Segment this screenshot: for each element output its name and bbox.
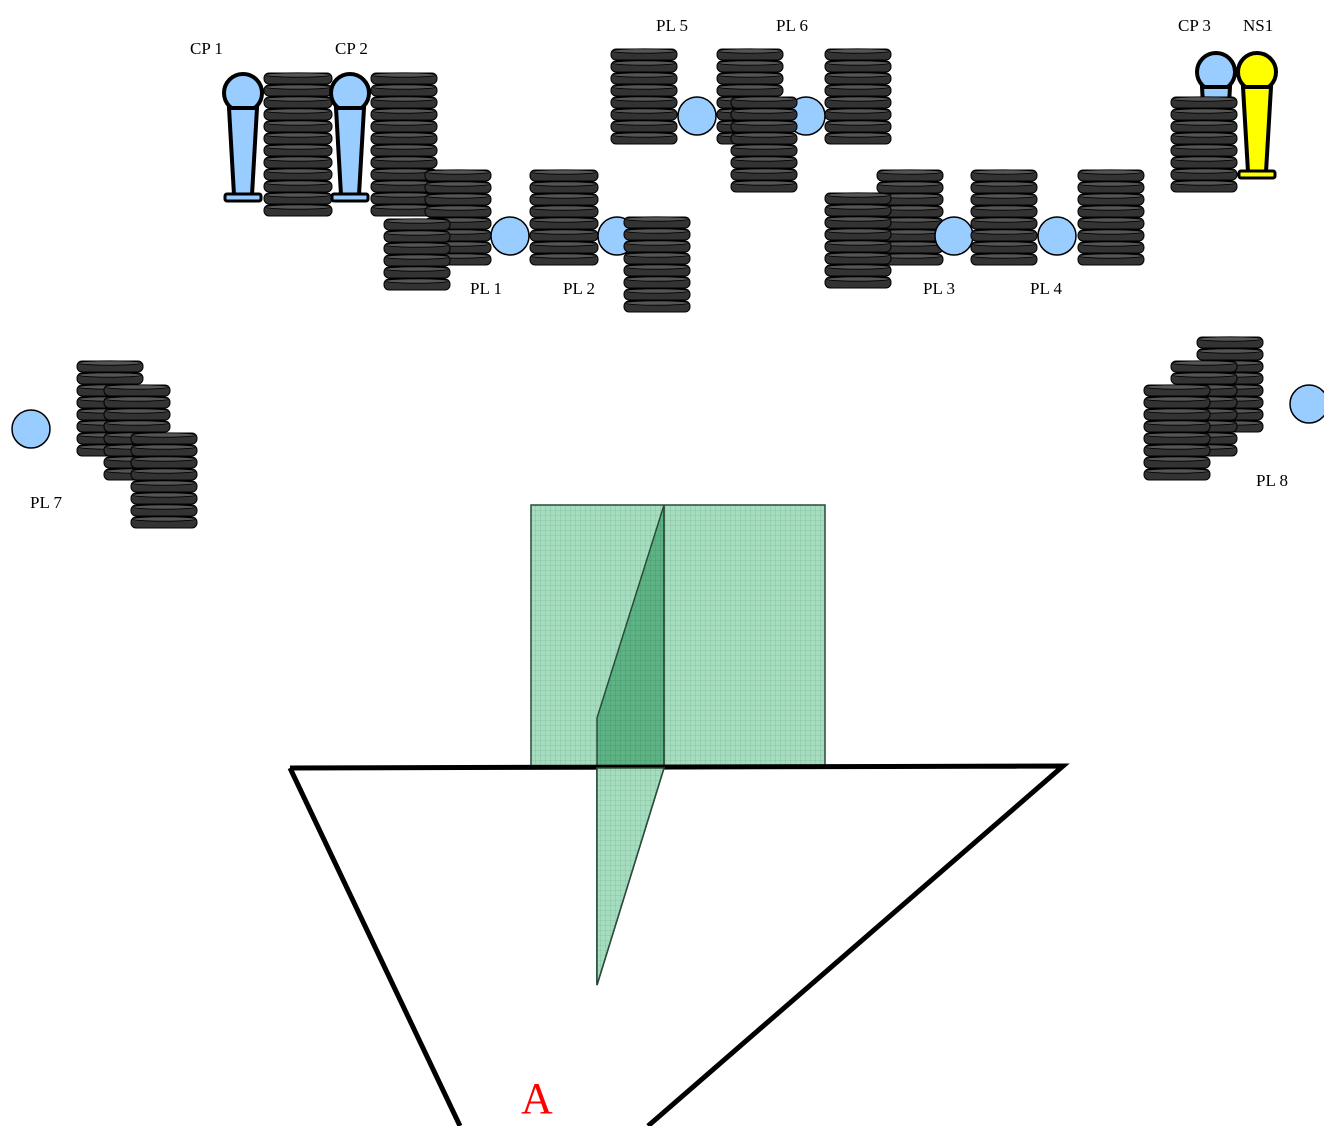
- disk-stack-icon: [529, 169, 599, 266]
- disk-stack-icon: [130, 432, 198, 529]
- disk-stack-icon: [1077, 169, 1145, 266]
- disk-stacks-front-layer: [11, 96, 1324, 529]
- label-pl8: PL 8: [1256, 471, 1288, 490]
- label-pl6: PL 6: [776, 16, 808, 35]
- disk-stack-icon: [824, 48, 892, 145]
- circle-node-icon: [934, 216, 974, 256]
- disk-stack-icon: [876, 169, 944, 266]
- label-pl5: PL 5: [656, 16, 688, 35]
- circle-node-icon: [1037, 216, 1077, 256]
- disk-stack-icon: [610, 48, 678, 145]
- disk-stack-icon: [970, 169, 1038, 266]
- disk-stack-icon: [1143, 384, 1211, 481]
- label-cp2: CP 2: [335, 39, 368, 58]
- disk-stacks-layer: [263, 48, 892, 217]
- disk-stack-icon: [263, 72, 333, 217]
- circle-node-icon: [490, 216, 530, 256]
- area-outline: [289, 763, 1070, 1126]
- microphone-icon: [1236, 51, 1278, 180]
- disk-stack-icon: [370, 72, 438, 217]
- disk-stack-icon: [424, 169, 492, 266]
- circle-node-icon: [11, 409, 51, 449]
- microphone-icon: [222, 72, 264, 203]
- area-outline-left: [287, 766, 463, 1126]
- label-pl3: PL 3: [923, 279, 955, 298]
- label-pl4: PL 4: [1030, 279, 1062, 298]
- disk-stack-icon: [383, 218, 451, 291]
- coverage-zone: [530, 504, 826, 986]
- disk-stack-icon: [623, 216, 691, 313]
- coverage-rectangle: [530, 504, 826, 769]
- label-cp1: CP 1: [190, 39, 223, 58]
- circle-node-icon: [677, 96, 717, 136]
- label-ns1: NS1: [1243, 16, 1273, 35]
- label-pl7: PL 7: [30, 493, 62, 512]
- label-pl2: PL 2: [563, 279, 595, 298]
- microphone-icon: [329, 72, 371, 203]
- label-pl1: PL 1: [470, 279, 502, 298]
- circle-node-icon: [1289, 384, 1324, 424]
- disk-stack-icon: [1170, 96, 1238, 193]
- disk-stack-icon: [730, 96, 798, 193]
- disk-stack-icon: [824, 192, 892, 289]
- label-area-a: A: [521, 1074, 553, 1123]
- label-cp3: CP 3: [1178, 16, 1211, 35]
